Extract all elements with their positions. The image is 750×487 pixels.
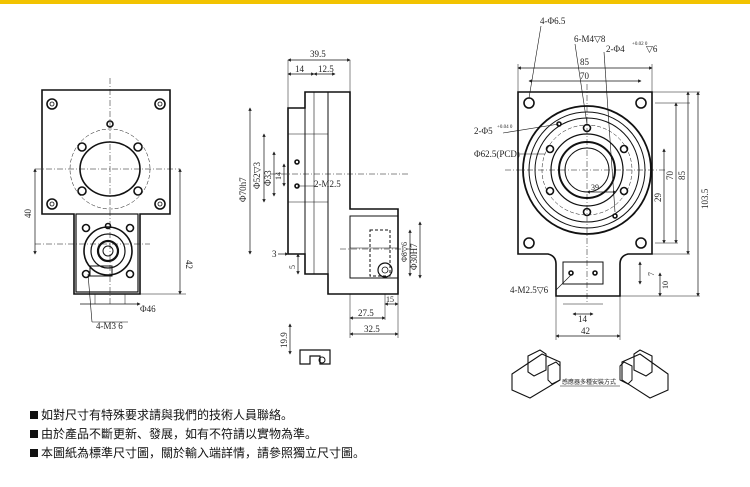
right-dim-85-top: 85: [580, 57, 590, 67]
left-dim-phi46: Φ46: [140, 304, 156, 314]
note-text: 如對尺寸有特殊要求請與我們的技術人員聯絡。: [41, 408, 294, 422]
mid-dim-phi30: Φ30H7: [409, 243, 419, 270]
left-dim-42: 42: [184, 260, 194, 269]
right-label-4phi65: 4-Φ6.5: [540, 16, 566, 26]
right-dim-10: 10: [661, 281, 670, 289]
left-label-thread: 4-M3 6: [96, 321, 123, 331]
right-dim-70-v: 70: [665, 171, 675, 181]
right-label-2phi5: 2-Φ5: [474, 126, 493, 136]
mid-dim-5: 5: [288, 265, 297, 269]
right-label-m25: 4-M2.5▽6: [510, 285, 549, 295]
mid-dim-3: 3: [272, 249, 277, 259]
right-label-sensor: 感應器多種安裝方式: [562, 378, 616, 386]
right-dim-85-v: 85: [677, 171, 687, 181]
mid-label-m25: 2-M2.5: [314, 179, 341, 189]
notes: 如對尺寸有特殊要求請與我們的技術人員聯絡。 由於產品不斷更新、發展，如有不符請以…: [30, 406, 730, 463]
accent-bar: [0, 0, 750, 4]
mid-dim-phi33: Φ33: [263, 170, 273, 186]
right-label-2phi4-depth: ▽6: [646, 44, 658, 54]
right-label-pcd: Φ62.5(PCD): [474, 149, 520, 159]
right-label-2phi4-tol: +0.02 0: [632, 42, 648, 47]
right-dim-70-top: 70: [580, 71, 590, 81]
mid-dim-32-5: 32.5: [364, 324, 380, 334]
right-view: [502, 25, 700, 399]
mid-dim-14: 14: [295, 64, 305, 74]
left-dim-40: 40: [23, 209, 33, 219]
mid-dim-27-5: 27.5: [358, 308, 374, 318]
mid-dim-12-5: 12.5: [318, 64, 334, 74]
right-label-2phi4-group: 2-Φ4 +0.02 0 ▽6: [606, 42, 658, 54]
note-text: 本圖紙為標準尺寸圖，關於輸入端詳情，請參照獨立尺寸圖。: [41, 446, 366, 460]
note-item: 由於產品不斷更新、發展，如有不符請以實物為準。: [30, 425, 730, 444]
bullet-square-icon: [30, 430, 38, 438]
left-view: [33, 78, 186, 323]
note-text: 由於產品不斷更新、發展，如有不符請以實物為準。: [41, 427, 318, 441]
right-dim-14-b: 14: [578, 314, 588, 324]
right-dim-7: 7: [647, 272, 656, 276]
right-label-2phi5-tol: +0.04 0: [497, 125, 513, 130]
right-dim-29: 29: [653, 193, 663, 203]
bullet-square-icon: [30, 449, 38, 457]
bullet-square-icon: [30, 411, 38, 419]
technical-drawing: 40 42 Φ46 4-M3 6: [23, 16, 710, 399]
mid-dim-19-9: 19.9: [279, 332, 289, 348]
mid-dim-15: 15: [386, 295, 394, 304]
right-dim-39: 39: [591, 183, 599, 192]
mid-dim-phi52: Φ52▽3: [252, 162, 262, 190]
mid-dim-14-v: 14: [274, 172, 283, 180]
mid-dim-39-5: 39.5: [310, 49, 326, 59]
mid-dim-phi70: Φ70h7: [238, 177, 248, 202]
middle-view: [248, 58, 422, 365]
note-item: 本圖紙為標準尺寸圖，關於輸入端詳情，請參照獨立尺寸圖。: [30, 444, 730, 463]
right-dim-103-5: 103.5: [700, 188, 710, 209]
right-label-2phi4: 2-Φ4: [606, 44, 625, 54]
mid-dim-phi8: Φ8▽6: [400, 242, 409, 262]
right-label-6m4: 6-M4▽8: [574, 34, 606, 44]
note-item: 如對尺寸有特殊要求請與我們的技術人員聯絡。: [30, 406, 730, 425]
right-dim-42-b: 42: [581, 326, 590, 336]
